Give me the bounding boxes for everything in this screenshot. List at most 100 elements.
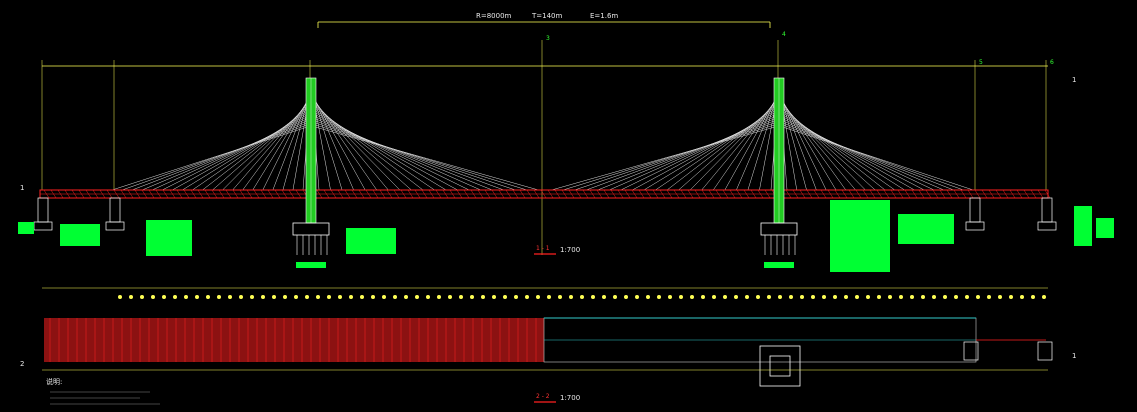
girder-web-member	[680, 189, 687, 199]
cable-anchor-marker	[382, 295, 386, 299]
girder-web-member	[827, 189, 834, 199]
stay-cable	[597, 116, 780, 191]
stay-cable	[310, 105, 435, 191]
girder-web-member	[722, 189, 729, 199]
girder-web-member	[239, 189, 246, 199]
cable-anchor-marker	[514, 295, 518, 299]
girder-web-member	[610, 189, 617, 199]
stay-cable	[778, 116, 935, 191]
side-piers	[33, 197, 1057, 231]
girder-web-member	[316, 189, 323, 199]
callout-tables	[18, 200, 1114, 272]
girder-web-member	[981, 189, 988, 199]
girder-web-member	[414, 189, 421, 199]
cable-anchor-marker	[613, 295, 617, 299]
cable-anchor-marker	[877, 295, 881, 299]
girder-web-member	[491, 189, 498, 199]
stay-cable	[212, 103, 312, 191]
notes-title: 说明:	[46, 377, 62, 386]
stay-cable	[778, 101, 866, 191]
girder-web-member	[869, 189, 876, 199]
stay-cable	[778, 107, 895, 191]
girder-web-member	[267, 189, 274, 199]
cable-anchor-marker	[866, 295, 870, 299]
stay-cable	[232, 99, 312, 191]
girder-web-member	[1023, 189, 1030, 199]
girder-web-member	[736, 189, 743, 199]
stay-cable	[778, 121, 954, 191]
girder-web-member	[890, 189, 897, 199]
stay-cable	[272, 90, 312, 191]
grid-mark-labels: 3 4 5 6 1 1 1 2	[20, 31, 1076, 368]
stay-cable	[778, 103, 876, 191]
stay-cable	[609, 114, 780, 191]
girder-web-member	[855, 189, 862, 199]
girder-web-member	[323, 189, 330, 199]
girder-web-member	[477, 189, 484, 199]
cable-anchor-marker	[536, 295, 540, 299]
girder-web-member	[568, 189, 575, 199]
girder-web-member	[484, 189, 491, 199]
girder-web-member	[106, 189, 113, 199]
cable-anchor-marker	[822, 295, 826, 299]
stay-cable	[162, 114, 312, 191]
girder-web-member	[512, 189, 519, 199]
girder-web-member	[932, 189, 939, 199]
cable-anchor-marker	[833, 295, 837, 299]
girder-web-member	[274, 189, 281, 199]
girder-web-member	[141, 189, 148, 199]
plan-label: 2 - 2	[536, 393, 550, 400]
cable-anchor-marker	[305, 295, 309, 299]
stay-cable	[778, 90, 817, 191]
stay-cable	[172, 112, 312, 191]
girder-web-member	[820, 189, 827, 199]
cable-anchor-marker	[360, 295, 364, 299]
stay-cable	[310, 92, 366, 191]
notes-block: 说明:	[46, 377, 160, 405]
section-mark-1-1: 1 - 1 1:700	[534, 245, 580, 255]
girder-web-member	[253, 189, 260, 199]
cable-anchor-marker	[459, 295, 463, 299]
cable-anchor-marker	[1020, 295, 1024, 299]
girder-web-member	[750, 189, 757, 199]
cable-anchor-marker	[118, 295, 122, 299]
girder-web-member	[519, 189, 526, 199]
girder-web-member	[386, 189, 393, 199]
girder-web-member	[582, 189, 589, 199]
curve-external-label: E=1.6m	[590, 12, 618, 20]
cable-anchor-marker	[679, 295, 683, 299]
stay-cable-fan	[111, 83, 974, 191]
cable-anchor-marker	[492, 295, 496, 299]
girder-web-member	[904, 189, 911, 199]
girder-web-member	[554, 189, 561, 199]
cable-anchor-marker	[756, 295, 760, 299]
girder-web-member	[50, 189, 57, 199]
cable-anchor-marker	[800, 295, 804, 299]
cable-anchor-marker	[701, 295, 705, 299]
girder-web-member	[862, 189, 869, 199]
stay-cable	[152, 116, 312, 191]
cable-anchor-marker	[283, 295, 287, 299]
girder-web-member	[393, 189, 400, 199]
girder-web-member	[631, 189, 638, 199]
girder-web-member	[540, 189, 547, 199]
section-label: 1 - 1	[536, 245, 550, 252]
stay-cable	[666, 103, 780, 191]
girder-web-member	[561, 189, 568, 199]
cable-anchor-marker	[558, 295, 562, 299]
cable-anchor-marker	[393, 295, 397, 299]
cable-anchor-marker	[965, 295, 969, 299]
span-dimension-chain	[41, 40, 1048, 255]
cable-anchor-marker	[327, 295, 331, 299]
girder-web-member	[113, 189, 120, 199]
girder-web-member	[232, 189, 239, 199]
cable-anchor-marker	[910, 295, 914, 299]
girder-web-member	[505, 189, 512, 199]
cable-anchor-marker	[129, 295, 133, 299]
girder-web-member	[757, 189, 764, 199]
girder-web-member	[834, 189, 841, 199]
stay-cable	[310, 116, 493, 191]
stay-cable	[724, 92, 780, 191]
cable-anchor-marker	[261, 295, 265, 299]
